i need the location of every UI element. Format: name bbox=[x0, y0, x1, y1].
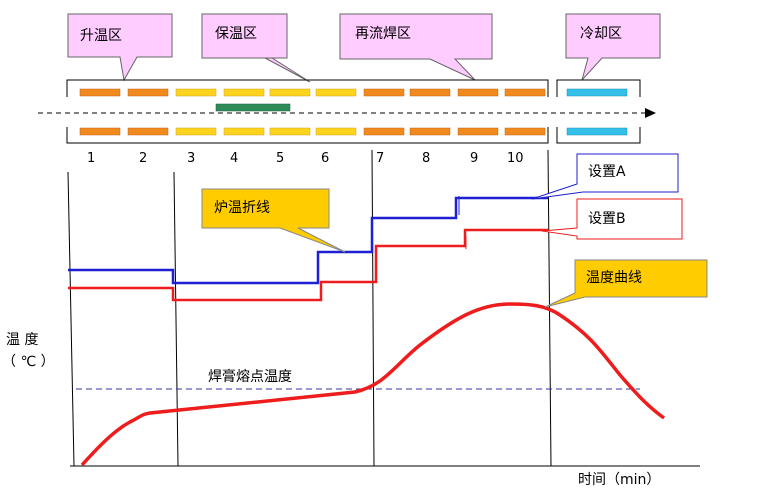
zone-callout-heating: 升温区 bbox=[67, 13, 173, 82]
heater-bottom-4 bbox=[223, 127, 265, 136]
callout-setting-b-label: 设置B bbox=[588, 211, 626, 227]
y-axis-label-line1: 温 度 bbox=[6, 332, 38, 348]
zone-callout-reflow: 再流焊区 bbox=[339, 13, 493, 81]
heater-bottom-2 bbox=[127, 127, 169, 136]
heater-top-2 bbox=[127, 88, 169, 97]
heater-top-9 bbox=[457, 88, 499, 97]
callout-setting-a-label: 设置A bbox=[588, 164, 626, 180]
callout-setting-b: 设置B bbox=[541, 198, 683, 240]
heater-number-9: 9 bbox=[470, 151, 478, 166]
zone-label-cooling: 冷却区 bbox=[580, 26, 622, 42]
heater-number-5: 5 bbox=[276, 151, 284, 166]
conveyor-arrow bbox=[38, 108, 656, 118]
callout-setting-a: 设置A bbox=[531, 153, 679, 200]
heater-number-4: 4 bbox=[230, 151, 238, 166]
temperature-curve bbox=[80, 302, 666, 467]
heater-top-10 bbox=[504, 88, 546, 97]
heater-number-7: 7 bbox=[376, 151, 384, 166]
callout-temp-curve: 温度曲线 bbox=[544, 259, 708, 308]
heater-top-6 bbox=[315, 88, 357, 97]
heater-top-1 bbox=[79, 88, 121, 97]
heaters-bottom bbox=[79, 127, 628, 136]
cooler-top bbox=[566, 88, 628, 97]
heater-number-2: 2 bbox=[139, 151, 147, 166]
zone-label-heating: 升温区 bbox=[80, 28, 122, 44]
cooler-bottom bbox=[566, 127, 628, 136]
callout-furnace-line: 炉温折线 bbox=[201, 188, 346, 253]
heater-top-3 bbox=[175, 88, 217, 97]
heater-bottom-6 bbox=[315, 127, 357, 136]
heater-number-1: 1 bbox=[87, 151, 95, 166]
callout-furnace-line-label: 炉温折线 bbox=[214, 200, 270, 216]
zone-label-reflow: 再流焊区 bbox=[355, 26, 411, 42]
heater-bottom-10 bbox=[504, 127, 546, 136]
zone-callout-soak: 保温区 bbox=[201, 13, 311, 83]
oven-frame bbox=[66, 79, 641, 144]
heaters-top bbox=[79, 88, 628, 97]
zone-callout-cooling: 冷却区 bbox=[565, 13, 661, 81]
heater-number-8: 8 bbox=[422, 151, 430, 166]
heater-number-6: 6 bbox=[321, 151, 329, 166]
heater-number-3: 3 bbox=[187, 151, 195, 166]
heater-bottom-3 bbox=[175, 127, 217, 136]
heater-top-7 bbox=[363, 88, 405, 97]
zone-label-soak: 保温区 bbox=[215, 26, 257, 42]
heater-bottom-5 bbox=[269, 127, 311, 136]
x-axis-label: 时间（min） bbox=[578, 472, 660, 488]
heater-bottom-9 bbox=[457, 127, 499, 136]
melting-point-label: 焊膏熔点温度 bbox=[208, 368, 292, 385]
zone-dividers bbox=[67, 149, 552, 467]
pcb-board bbox=[215, 103, 291, 112]
heater-number-10: 10 bbox=[507, 151, 524, 166]
callout-temp-curve-label: 温度曲线 bbox=[586, 270, 642, 286]
heater-bottom-7 bbox=[363, 127, 405, 136]
heater-numbers: 1 2 3 4 5 6 7 8 9 10 bbox=[87, 151, 524, 166]
heater-bottom-1 bbox=[79, 127, 121, 136]
heater-top-8 bbox=[409, 88, 451, 97]
heater-top-5 bbox=[269, 88, 311, 97]
heater-bottom-8 bbox=[409, 127, 451, 136]
heater-top-4 bbox=[223, 88, 265, 97]
setting-b-line bbox=[68, 228, 548, 302]
y-axis-label-line2: （ ℃ ） bbox=[2, 354, 55, 370]
